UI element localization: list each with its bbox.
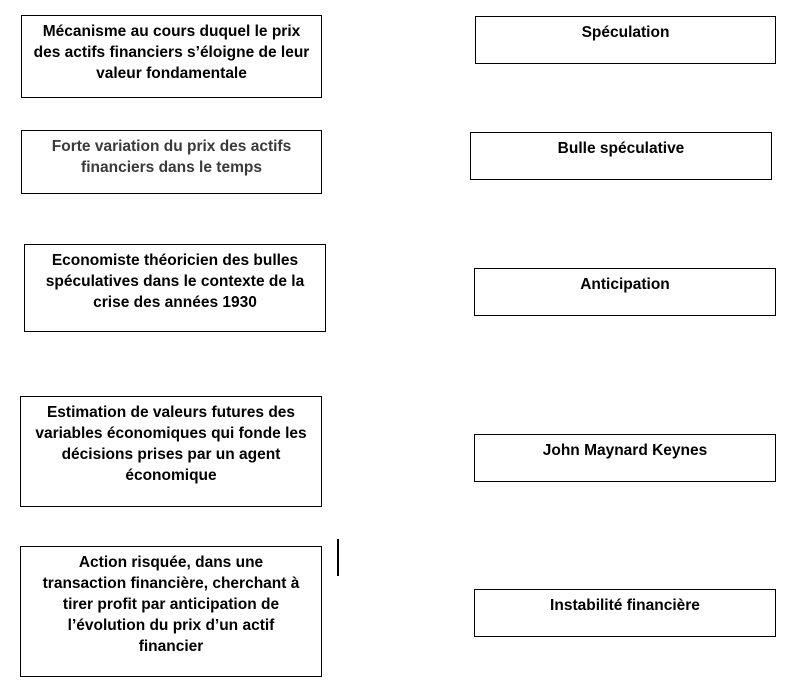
definition-box-5[interactable]: Action risquée, dans une transaction fin… [20,546,322,677]
definition-box-4[interactable]: Estimation de valeurs futures des variab… [20,396,322,507]
term-box-2[interactable]: Bulle spéculative [470,132,772,180]
definition-text: Estimation de valeurs futures des variab… [35,404,307,484]
definition-box-2[interactable]: Forte variation du prix des actifs finan… [21,130,322,194]
definition-text: Forte variation du prix des actifs finan… [51,138,292,176]
term-box-5[interactable]: Instabilité financière [474,589,776,637]
term-text: John Maynard Keynes [542,442,708,459]
definition-box-1[interactable]: Mécanisme au cours duquel le prix des ac… [21,15,322,98]
text-cursor [337,539,339,576]
definition-box-3[interactable]: Economiste théoricien des bulles spécula… [24,244,326,332]
term-text: Spéculation [581,24,670,41]
term-box-4[interactable]: John Maynard Keynes [474,434,776,482]
definition-text: Mécanisme au cours duquel le prix des ac… [33,23,310,82]
definition-text: Action risquée, dans une transaction fin… [42,554,300,655]
term-text: Instabilité financière [550,597,700,614]
term-text: Anticipation [580,276,670,293]
term-text: Bulle spéculative [557,140,685,157]
definition-text: Economiste théoricien des bulles spécula… [45,252,305,311]
term-box-3[interactable]: Anticipation [474,268,776,316]
term-box-1[interactable]: Spéculation [475,16,776,64]
